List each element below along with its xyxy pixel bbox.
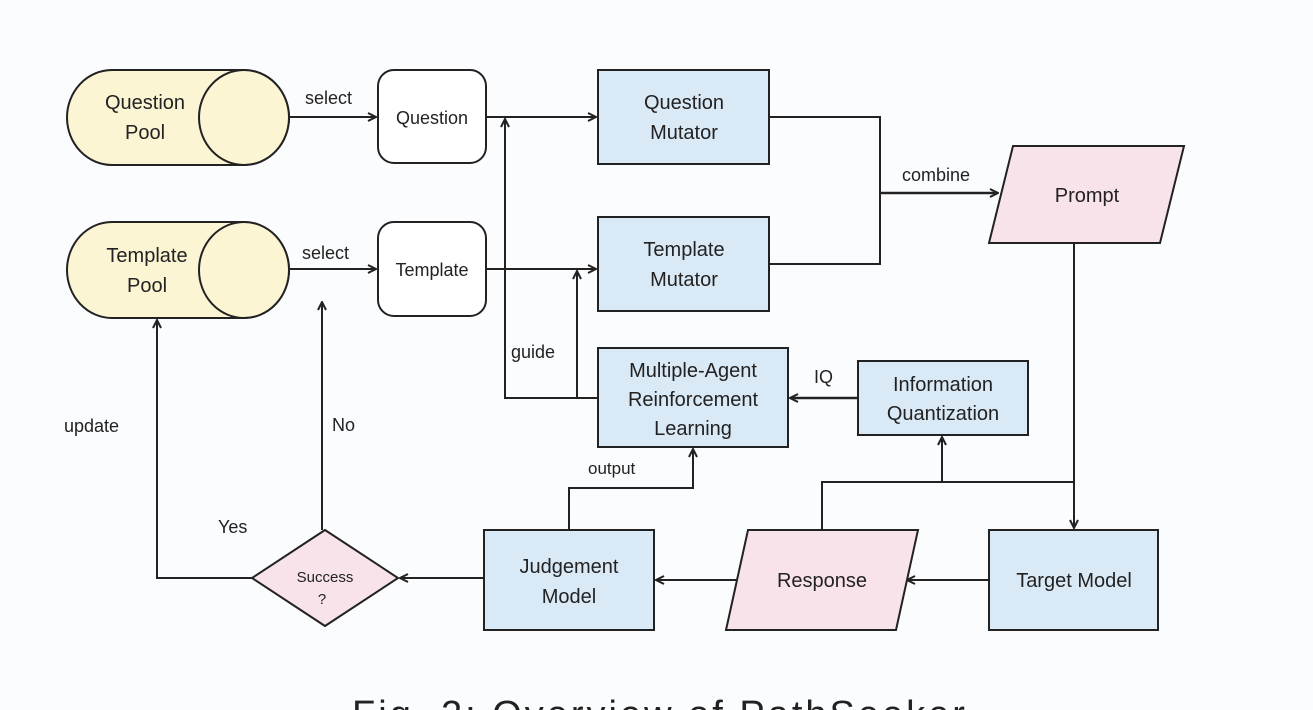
target-model-label: Target Model: [1016, 570, 1132, 592]
edge-update: [157, 320, 252, 579]
question-pool-label-1: Question: [105, 92, 185, 114]
marl-label-2: Reinforcement: [628, 389, 759, 411]
prompt-label: Prompt: [1055, 185, 1120, 207]
information-quantization-node: [857, 360, 1029, 436]
judgement-model-node: [483, 529, 655, 631]
response-label: Response: [777, 570, 867, 592]
template-pool-label-2: Pool: [127, 275, 167, 297]
label-yes: Yes: [218, 517, 247, 537]
success-label-2: ?: [318, 591, 326, 608]
template-pool-label-1: Template: [106, 245, 187, 267]
question-mutator-label-2: Mutator: [650, 122, 718, 144]
label-guide: guide: [511, 342, 555, 362]
label-select-question: select: [305, 88, 352, 108]
label-select-template: select: [302, 243, 349, 263]
edge-output: [568, 449, 693, 530]
marl-node: [597, 347, 789, 448]
label-iq: IQ: [814, 367, 833, 387]
label-no: No: [332, 415, 355, 435]
template-label: Template: [395, 260, 468, 280]
question-label: Question: [396, 108, 468, 128]
marl-label-1: Multiple-Agent: [629, 360, 757, 382]
question-mutator-node: [597, 69, 770, 165]
success-label-1: Success: [297, 569, 354, 586]
template-pool-node: Template Pool: [66, 221, 290, 319]
question-pool-node: Question Pool: [66, 69, 290, 166]
template-node: [377, 221, 487, 317]
judgement-label-1: Judgement: [520, 556, 619, 578]
label-output: output: [588, 459, 636, 478]
judgement-label-2: Model: [542, 586, 596, 608]
marl-label-3: Learning: [654, 418, 732, 440]
edge-combine-join: [769, 116, 881, 265]
template-mutator-label-2: Mutator: [650, 269, 718, 291]
template-mutator-node: [597, 216, 770, 312]
target-model-node: [988, 529, 1159, 631]
prompt-node: [987, 145, 1186, 244]
template-mutator-label-1: Template: [643, 239, 724, 261]
response-node: [724, 529, 920, 631]
iq-label-2: Quantization: [887, 403, 999, 425]
label-combine: combine: [902, 165, 970, 185]
edges: [157, 117, 1074, 580]
success-decision-node: [250, 528, 400, 628]
label-update: update: [64, 416, 119, 436]
figure-caption: Fig. 2: Overview of PathSeeker: [352, 694, 968, 710]
edge-guide-question: [505, 119, 598, 399]
edge-response-to-iq: [821, 481, 1074, 530]
iq-label-1: Information: [893, 374, 993, 396]
question-node: [377, 69, 487, 164]
question-mutator-label-1: Question: [644, 92, 724, 114]
question-pool-label-2: Pool: [125, 122, 165, 144]
